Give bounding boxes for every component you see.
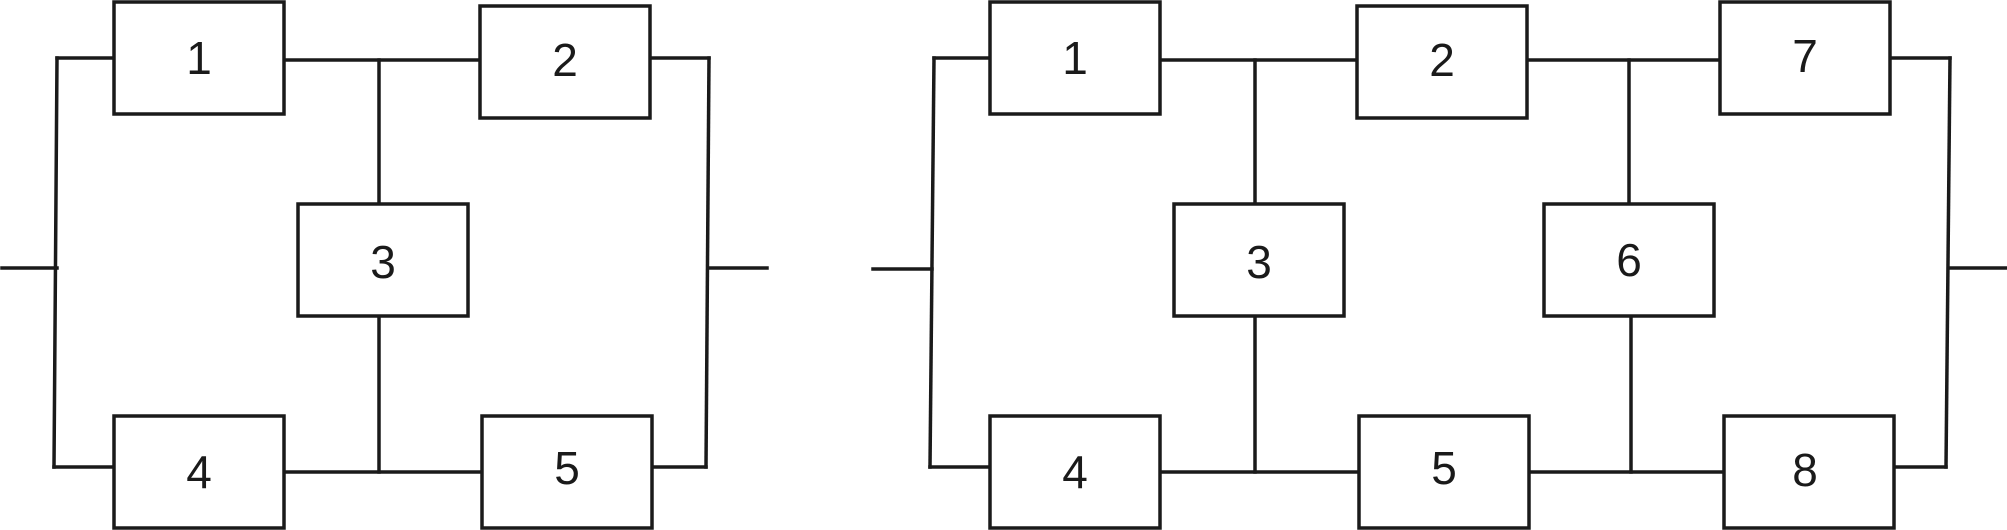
block-3-label: 3 (1246, 236, 1272, 288)
block-5-label: 5 (554, 442, 580, 494)
input-bus-line (52, 56, 59, 469)
double-bridge-network-diagram: 1 2 3 4 5 6 7 8 (871, 0, 2007, 530)
block-4-label: 4 (1062, 446, 1088, 498)
block-5: 5 (1357, 414, 1531, 530)
input-bus-line (928, 56, 936, 469)
block-1-label: 1 (186, 32, 212, 84)
block-4: 4 (988, 414, 1162, 530)
output-bus-line (704, 56, 711, 469)
block-2: 2 (1355, 4, 1529, 120)
block-3-label: 3 (370, 236, 396, 288)
block-4-label: 4 (186, 446, 212, 498)
block-6-label: 6 (1616, 234, 1642, 286)
block-7-label: 7 (1792, 30, 1818, 82)
block-8-label: 8 (1792, 444, 1818, 496)
block-1: 1 (988, 0, 1162, 116)
block-2-label: 2 (1429, 34, 1455, 86)
block-2-label: 2 (552, 34, 578, 86)
block-2: 2 (478, 4, 652, 120)
block-3: 3 (296, 202, 470, 318)
block-8: 8 (1722, 414, 1896, 530)
block-5: 5 (480, 414, 654, 530)
block-4: 4 (112, 414, 286, 530)
block-7: 7 (1718, 0, 1892, 116)
output-bus-line (1944, 56, 1952, 469)
block-3: 3 (1172, 202, 1346, 318)
bridge-network-diagram: 1 2 3 4 5 (0, 0, 769, 530)
block-1-label: 1 (1062, 32, 1088, 84)
block-6: 6 (1542, 202, 1716, 318)
block-5-label: 5 (1431, 442, 1457, 494)
block-1: 1 (112, 0, 286, 116)
